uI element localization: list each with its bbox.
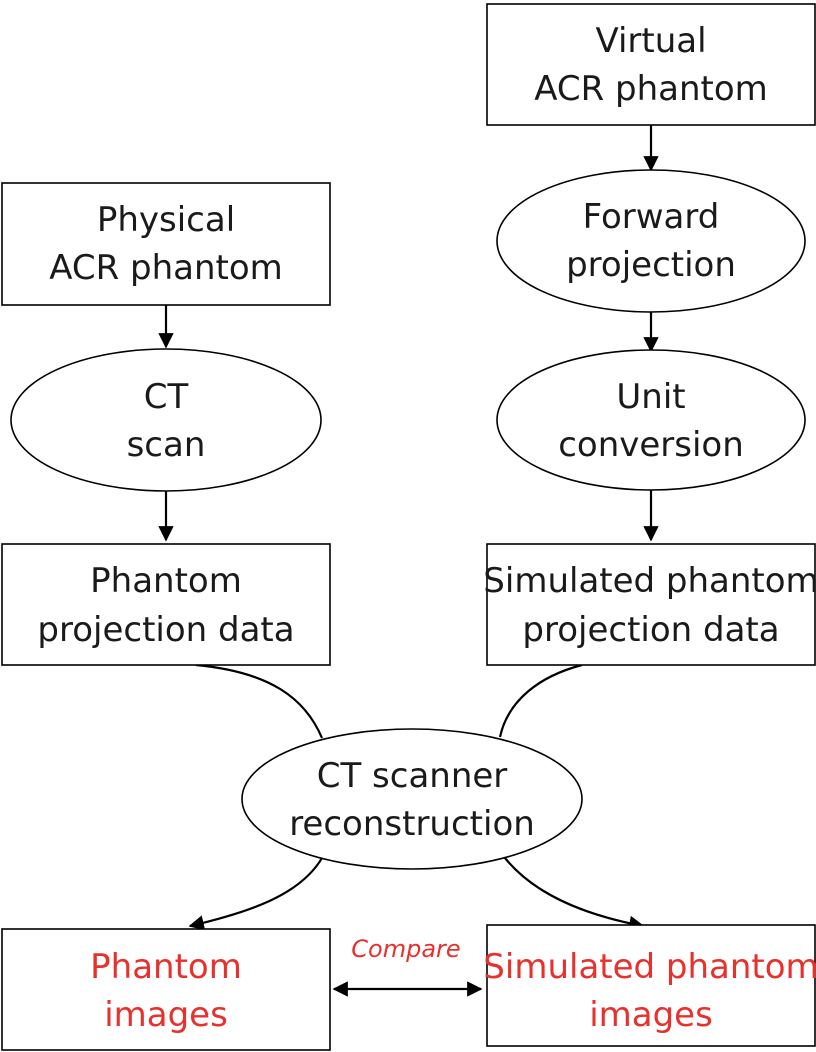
unit-conversion-ellipse bbox=[496, 349, 806, 491]
phantom-projection-data-line1: Phantom bbox=[90, 561, 242, 601]
node-physical-phantom: Physical ACR phantom bbox=[1, 182, 331, 306]
node-phantom-projection-data: Phantom projection data bbox=[1, 543, 331, 666]
physical-phantom-line1: Physical bbox=[97, 200, 235, 240]
node-simulated-images: Simulated phantom images bbox=[483, 924, 816, 1047]
unit-conversion-line1: Unit bbox=[616, 377, 685, 417]
curve-simulated-data-to-recon bbox=[498, 663, 583, 738]
ct-scan-ellipse bbox=[10, 348, 322, 492]
ct-reconstruction-line1: CT scanner bbox=[317, 756, 508, 796]
simulated-projection-data-line1: Simulated phantom bbox=[483, 561, 816, 601]
node-ct-scan: CT scan bbox=[10, 348, 322, 492]
forward-projection-line2: projection bbox=[566, 245, 736, 285]
simulated-images-line2: images bbox=[589, 995, 713, 1035]
physical-phantom-line2: ACR phantom bbox=[49, 248, 283, 288]
phantom-projection-data-box bbox=[1, 543, 331, 666]
connectors bbox=[158, 125, 659, 997]
node-phantom-images: Phantom images bbox=[1, 928, 331, 1051]
curve-phantom-data-to-recon bbox=[195, 663, 324, 739]
phantom-images-line2: images bbox=[104, 995, 228, 1035]
simulated-projection-data-line2: projection data bbox=[522, 610, 779, 650]
virtual-phantom-line2: ACR phantom bbox=[534, 69, 768, 109]
phantom-images-box bbox=[1, 928, 331, 1051]
compare-label: Compare bbox=[351, 935, 460, 963]
virtual-phantom-box bbox=[486, 3, 816, 126]
phantom-projection-data-line2: projection data bbox=[37, 610, 294, 650]
node-unit-conversion: Unit conversion bbox=[496, 349, 806, 491]
node-ct-reconstruction: CT scanner reconstruction bbox=[241, 728, 583, 870]
arrow-recon-to-simulated-images bbox=[504, 857, 645, 931]
unit-conversion-line2: conversion bbox=[558, 425, 744, 465]
virtual-phantom-line1: Virtual bbox=[595, 21, 706, 61]
simulated-projection-data-box bbox=[486, 543, 816, 666]
simulated-images-box bbox=[486, 924, 816, 1047]
ct-scan-line1: CT bbox=[144, 377, 189, 417]
arrow-recon-to-phantom-images bbox=[188, 857, 323, 931]
phantom-images-line1: Phantom bbox=[90, 947, 242, 987]
forward-projection-line1: Forward bbox=[583, 197, 720, 237]
ct-scan-line2: scan bbox=[127, 425, 206, 465]
node-forward-projection: Forward projection bbox=[496, 169, 806, 313]
node-virtual-phantom: Virtual ACR phantom bbox=[486, 3, 816, 126]
forward-projection-ellipse bbox=[496, 169, 806, 313]
node-simulated-projection-data: Simulated phantom projection data bbox=[483, 543, 816, 666]
ct-reconstruction-ellipse bbox=[241, 728, 583, 870]
simulated-images-line1: Simulated phantom bbox=[483, 947, 816, 987]
ct-reconstruction-line2: reconstruction bbox=[289, 804, 535, 844]
physical-phantom-box bbox=[1, 182, 331, 306]
